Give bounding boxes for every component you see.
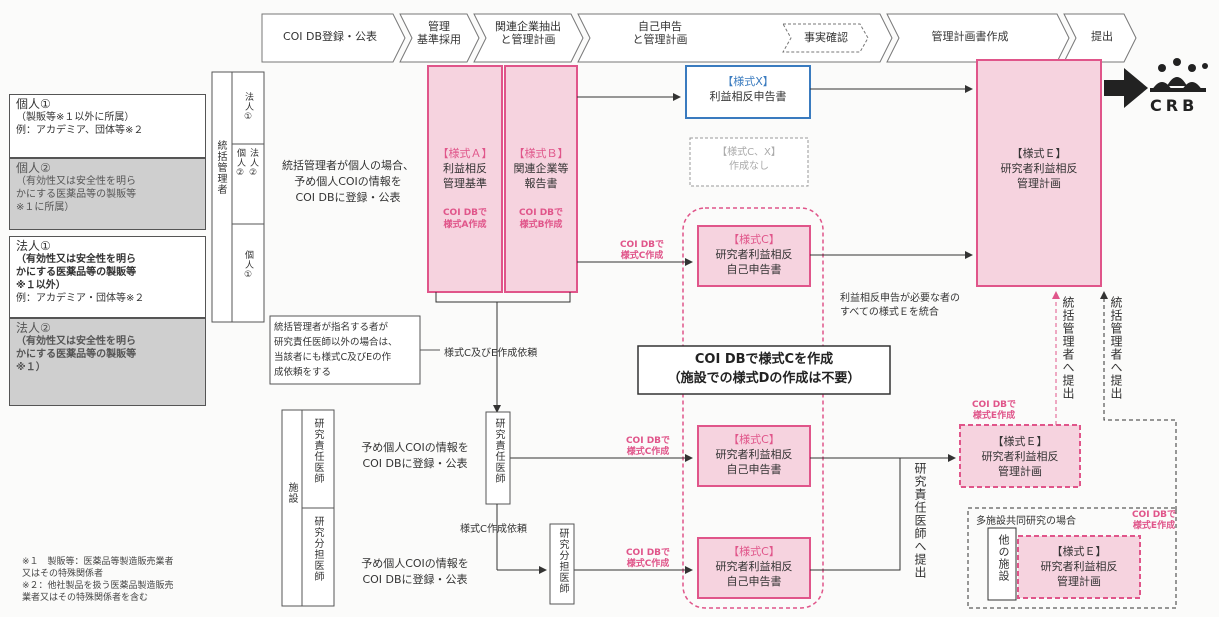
- lane-tokatsu: [211, 71, 233, 323]
- form-a: 【様式Ａ】 利益相反 管理基準 COI DBで 様式A作成: [437, 147, 493, 230]
- integrate-note: 利益相反申告が必要な者の すべての様式Ｅを統合: [840, 293, 960, 318]
- other-site-label: 他の施設: [997, 534, 1010, 582]
- stage-chevron-1: [261, 13, 406, 63]
- sekinin-doctor-box: [485, 411, 511, 505]
- coidb-e-label-2: COI DBで様式E作成: [1131, 510, 1177, 531]
- stage-label-3: 関連企業抽出 と管理計画: [495, 20, 561, 46]
- buntan-doctor-box: [549, 523, 575, 605]
- other-site-box: [987, 527, 1017, 601]
- form-c-column: [682, 207, 824, 609]
- stage-chevron-6: [1063, 13, 1137, 63]
- lane-label-shisetsu: 施設: [286, 482, 297, 504]
- crb-people-icon: [1150, 58, 1208, 92]
- form-c-box-tokatsu: [697, 225, 811, 287]
- form-c-tokatsu: 【様式C】 研究者利益相反 自己申告書: [715, 233, 793, 276]
- lane-label-tokatsu: 統括管理者: [215, 140, 226, 195]
- designee-note: 統括管理者が指名する者が 研究責任医師以外の場合は、 当該者にも様式C及びEの作…: [274, 322, 398, 378]
- form-b: 【様式Ｂ】 関連企業等 報告書 COI DBで 様式B作成: [513, 147, 569, 230]
- stage-chevron-2: [399, 13, 480, 63]
- footnotes: ※１ 製販等：医薬品等製造販売業者 又はその特殊関係者 ※２：他社製品を扱う医薬…: [22, 557, 174, 603]
- to-tokatsu-label-1: 統括管理者へ提出: [1061, 296, 1075, 400]
- to-tokatsu-label-2: 統括管理者へ提出: [1109, 296, 1123, 400]
- crb-arrow: [1104, 68, 1148, 108]
- coidb-c-label-2: COI DBで様式C作成: [625, 436, 671, 457]
- lane-label-hojin1: 法人①: [243, 92, 253, 123]
- stage-label-7: 提出: [1091, 30, 1113, 43]
- stage-label-1: COI DB登録・公表: [282, 30, 378, 43]
- lane-buntan: [301, 507, 335, 607]
- form-cx-none: 【様式C、X】 作成なし: [717, 147, 781, 172]
- legend-kojin1: 個人① （製販等※１以外に所属） 例：アカデミア、団体等※２: [9, 94, 206, 158]
- form-e-main-box: [976, 59, 1102, 287]
- coidb-callout-text: COI DBで様式Cを作成 （施設での様式Dの作成は不要）: [667, 352, 861, 386]
- lane-kojin1: [231, 223, 265, 323]
- legend-kojin2: 個人② （有効性又は安全性を明ら かにする医薬品等の製販等 ※１に所属）: [9, 158, 206, 230]
- request-ce-label: 様式C及びE作成依頼: [444, 348, 538, 359]
- form-e-main: 【様式Ｅ】 研究者利益相反 管理計画: [1000, 147, 1078, 190]
- stage-label-6: 管理計画書作成: [931, 30, 1009, 43]
- coidb-callout: [637, 345, 891, 395]
- coidb-c-label-3: COI DBで様式C作成: [625, 548, 671, 569]
- lane-label-buntan: 研究分担医師: [312, 516, 323, 582]
- form-e-sekinin-box: [959, 424, 1081, 488]
- form-c-box-buntan: [697, 537, 811, 599]
- coidb-e-label-1: COI DBで様式E作成: [971, 400, 1017, 421]
- form-e-other: 【様式Ｅ】 研究者利益相反 管理計画: [1040, 545, 1118, 588]
- stage-label-5: 事実確認: [804, 31, 848, 44]
- form-cx-none-box: [689, 137, 809, 187]
- legend-hojin2: 法人② （有効性又は安全性を明ら かにする医薬品等の製販等 ※１）: [9, 318, 206, 406]
- form-x: 【様式X】 利益相反申告書: [709, 75, 787, 103]
- form-c-buntan: 【様式C】 研究者利益相反 自己申告書: [715, 545, 793, 588]
- form-c-box-sekinin: [697, 425, 811, 487]
- fact-check-chevron: [782, 23, 869, 53]
- lane-shisetsu: [281, 409, 303, 607]
- crb-label: CRB: [1150, 96, 1199, 115]
- sekinin-doctor-label: 研究責任医師: [493, 418, 504, 484]
- ab-bracket: [435, 292, 571, 303]
- stage-label-4: 自己申告 と管理計画: [632, 20, 688, 46]
- lane-kojin2: [231, 143, 265, 225]
- buntan-doctor-label: 研究分担医師: [557, 528, 568, 594]
- form-c-sekinin: 【様式C】 研究者利益相反 自己申告書: [715, 433, 793, 476]
- form-e-sekinin: 【様式Ｅ】 研究者利益相反 管理計画: [981, 435, 1059, 478]
- to-sekinin-label: 研究責任医師へ提出: [913, 462, 927, 579]
- form-a-box: [427, 65, 503, 293]
- request-c-label: 様式C作成依頼: [460, 524, 527, 535]
- coidb-c-label-1: COI DBで様式C作成: [619, 240, 665, 261]
- pre-register-buntan: 予め個人COIの情報を COI DBに登録・公表: [361, 557, 469, 586]
- lane-label-kojin2: 法人② 個人②: [235, 148, 258, 179]
- multi-site-label: 多施設共同研究の場合: [976, 516, 1076, 527]
- form-e-other-box: [1017, 535, 1141, 599]
- pre-register-sekinin: 予め個人COIの情報を COI DBに登録・公表: [361, 441, 469, 470]
- stage-chevron-3: [473, 13, 584, 63]
- lane-hojin1: [231, 71, 265, 145]
- legend-hojin1: 法人① （有効性又は安全性を明ら かにする医薬品等の製販等 ※１以外） 例：アカ…: [9, 236, 206, 318]
- lane-label-sekinin: 研究責任医師: [312, 418, 323, 484]
- lane-label-kojin1: 個人①: [243, 250, 253, 281]
- tokatsu-individual-note: 統括管理者が個人の場合、 予め個人COIの情報を COI DBに登録・公表: [282, 159, 414, 204]
- lane-sekinin: [301, 409, 335, 509]
- stage-label-2: 管理 基準採用: [417, 20, 461, 46]
- form-b-box: [504, 65, 578, 293]
- form-x-box: [685, 65, 811, 119]
